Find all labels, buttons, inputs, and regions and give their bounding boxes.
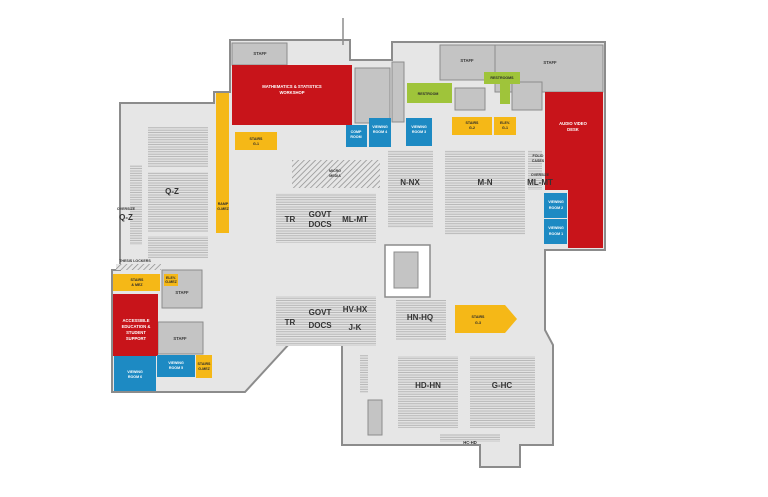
thesis-lockers-area (116, 264, 161, 270)
label-stairs-gmez-sub: G-MEZ (198, 367, 210, 371)
label-viewing-room3: VIEWING (411, 125, 427, 129)
label-viewing-room6-sub: ROOM 6 (128, 375, 142, 379)
label-staff-mid: STAFF (175, 290, 189, 295)
label-folio: FOLIO (533, 154, 544, 158)
label-ml-mt-right: ML-MT (527, 178, 553, 187)
label-m-n: M-N (477, 178, 492, 187)
label-hv-hx: HV-HX (343, 305, 368, 314)
label-folio-sub: CASES (532, 159, 545, 163)
label-q-z-left: Q-Z (119, 213, 133, 222)
label-av-desk-sub: DESK (567, 127, 579, 132)
label-restroom: RESTROOM (418, 92, 439, 96)
label-govt-bottom-sub: DOCS (308, 321, 332, 330)
label-hd-hn: HD-HN (415, 381, 441, 390)
restroom-areas (407, 72, 520, 104)
label-restrooms: RESTROOMS (490, 76, 514, 80)
label-tr-bottom: TR (285, 318, 296, 327)
label-viewing-room5-sub: ROOM 5 (169, 366, 183, 370)
label-viewing-room4-sub: ROOM 4 (373, 130, 387, 134)
label-staff-low: STAFF (173, 336, 187, 341)
label-stairs-g1-sub: G-1 (253, 142, 259, 146)
label-av-desk: AUDIO VIDEO (559, 121, 587, 126)
label-hc-hd: HC-HD (463, 440, 477, 445)
label-stairs-g2-sub: G-2 (469, 126, 475, 130)
label-elev-sub: G-1 (502, 126, 508, 130)
label-thesis-lockers: THESIS LOCKERS (119, 259, 151, 263)
label-accessible-2: EDUCATION & (122, 324, 151, 329)
label-math-workshop-line1: MATHEMATICS & STATISTICS (262, 84, 322, 89)
label-hn-hq: HN-HQ (407, 313, 433, 322)
label-elev-gmez: ELEV. (166, 276, 176, 280)
label-stairs-mez: STAIRS (131, 278, 145, 282)
label-stairs-g2: STAIRS (466, 121, 480, 125)
yellow-areas (113, 93, 517, 378)
label-viewing-room2-sub: ROOM 2 (549, 206, 563, 210)
label-micro-media: MICRO (329, 169, 341, 173)
label-accessible-4: SUPPORT (126, 336, 147, 341)
label-viewing-room4: VIEWING (372, 125, 388, 129)
label-viewing-room6: VIEWING (127, 370, 143, 374)
red-rooms (113, 65, 603, 356)
label-staff-right1: STAFF (460, 58, 474, 63)
label-staff-right2: STAFF (543, 60, 557, 65)
label-stairs-g1: STAIRS (250, 137, 264, 141)
label-staff: STAFF (253, 51, 267, 56)
label-comp-room: COMP (351, 130, 362, 134)
label-elev-gmez-sub: G-MEZ (165, 280, 177, 284)
label-govt-top-sub: DOCS (308, 220, 332, 229)
label-stairs-g3: STAIRS (472, 315, 486, 319)
label-oversize-right: OVERSIZE (531, 173, 550, 177)
label-n-nx: N-NX (400, 178, 420, 187)
shelving-stacks (130, 127, 542, 442)
label-ramp: RAMP (218, 202, 229, 206)
label-viewing-room1-sub: ROOM 1 (549, 232, 563, 236)
label-q-z: Q-Z (165, 187, 179, 196)
label-j-k: J-K (349, 323, 362, 332)
label-viewing-room2: VIEWING (548, 200, 564, 204)
label-accessible-3: STUDENT (126, 330, 146, 335)
label-ramp-sub: G-MEZ (217, 207, 229, 211)
label-stairs-mez-sub: & MEZ (131, 283, 143, 287)
label-micro-media-sub: MEDIA (329, 174, 341, 178)
label-viewing-room5: VIEWING (168, 361, 184, 365)
label-accessible-1: ACCESSIBLE (123, 318, 150, 323)
label-viewing-room3-sub: ROOM 3 (412, 130, 426, 134)
label-stairs-gmez: STAIRS (198, 362, 212, 366)
micro-media-area (292, 160, 380, 188)
label-g-hc: G-HC (492, 381, 513, 390)
label-viewing-room1: VIEWING (548, 226, 564, 230)
map-labels: STAFF MATHEMATICS & STATISTICS WORKSHOP … (117, 51, 588, 445)
label-oversize-left: OVERSIZE (117, 207, 136, 211)
label-comp-room-sub: ROOM (350, 135, 361, 139)
blue-rooms (114, 118, 567, 391)
label-ml-mt-center: ML-MT (342, 215, 368, 224)
label-elev: ELEV. (500, 121, 510, 125)
label-stairs-g3-sub: G-3 (475, 321, 481, 325)
label-math-workshop-line2: WORKSHOP (279, 90, 304, 95)
label-govt-bottom: GOVT (309, 308, 332, 317)
label-tr-top: TR (285, 215, 296, 224)
label-govt-top: GOVT (309, 210, 332, 219)
